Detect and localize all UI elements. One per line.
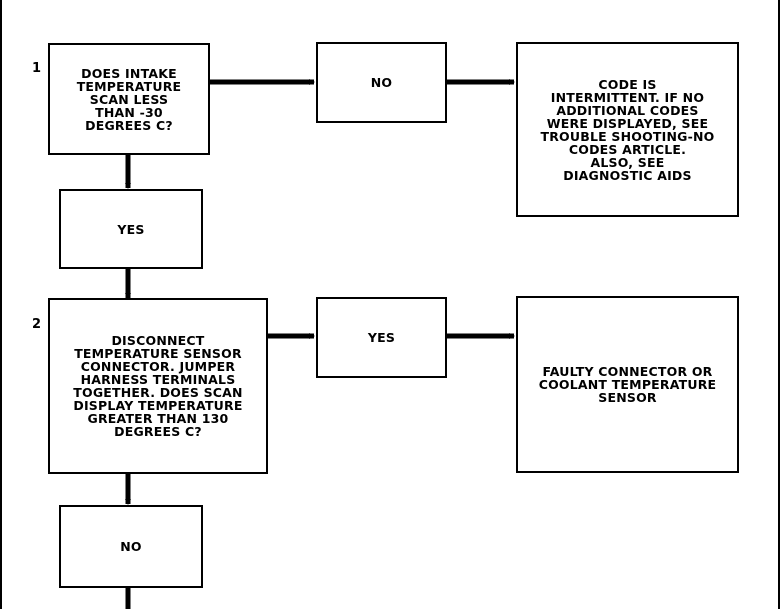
branch-label-step1-down: YES [117,221,145,237]
branch-label-step1-right: NO [370,75,393,90]
branch-box-step2-down: NO [59,505,203,588]
result-text-step1: CODE IS INTERMITTENT. IF NO ADDITIONAL C… [540,76,715,183]
branch-label-step2-right: YES [367,330,396,345]
branch-label-step2-down: NO [120,539,142,554]
branch-box-step1-down: YES [59,189,203,269]
decision-box-step2: DISCONNECT TEMPERATURE SENSOR CONNECTOR.… [48,298,268,474]
decision-text-step2: DISCONNECT TEMPERATURE SENSOR CONNECTOR.… [73,333,243,439]
branch-box-step2-right: YES [316,297,447,378]
branch-box-step1-right: NO [316,42,447,123]
decision-text-step1: DOES INTAKE TEMPERATURE SCAN LESS THAN -… [76,65,182,133]
result-box-step1: CODE IS INTERMITTENT. IF NO ADDITIONAL C… [516,42,739,217]
step-number-1: 1 [32,61,42,76]
result-text-step2: FAULTY CONNECTOR OR COOLANT TEMPERATURE … [538,364,717,405]
step-number-2: 2 [32,317,42,332]
result-box-step2: FAULTY CONNECTOR OR COOLANT TEMPERATURE … [516,296,739,473]
decision-box-step1: DOES INTAKE TEMPERATURE SCAN LESS THAN -… [48,43,210,155]
